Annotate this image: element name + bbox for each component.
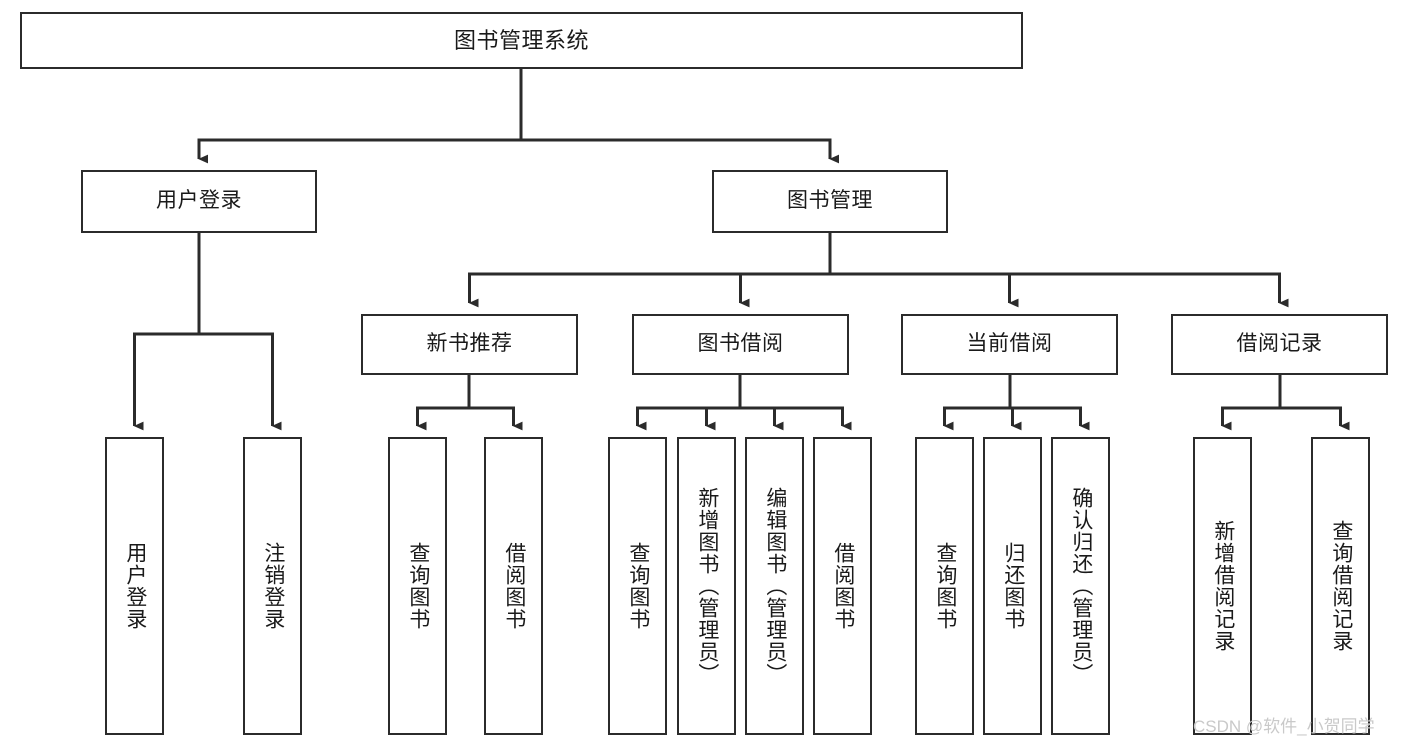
leaf-edit-book[interactable]: 编辑图书（管理员） xyxy=(745,437,804,735)
leaf-query-book-2[interactable]: 查询图书 xyxy=(608,437,667,735)
node-book-manage[interactable]: 图书管理 xyxy=(712,170,948,233)
leaf-query-record[interactable]: 查询借阅记录 xyxy=(1311,437,1370,735)
node-root[interactable]: 图书管理系统 xyxy=(20,12,1023,69)
leaf-logout-label: 注销登录 xyxy=(261,542,285,630)
node-current-borrow[interactable]: 当前借阅 xyxy=(901,314,1118,375)
leaf-edit-book-label: 编辑图书（管理员） xyxy=(763,487,787,685)
leaf-borrow-book-1-label: 借阅图书 xyxy=(502,542,526,630)
node-book-borrow-label: 图书借阅 xyxy=(697,332,784,356)
leaf-add-record[interactable]: 新增借阅记录 xyxy=(1193,437,1252,735)
node-user-login-label: 用户登录 xyxy=(156,189,242,213)
node-new-book-recommend[interactable]: 新书推荐 xyxy=(361,314,578,375)
leaf-borrow-book-1[interactable]: 借阅图书 xyxy=(484,437,543,735)
node-current-borrow-label: 当前借阅 xyxy=(966,332,1053,356)
leaf-return-book[interactable]: 归还图书 xyxy=(983,437,1042,735)
leaf-logout[interactable]: 注销登录 xyxy=(243,437,302,735)
leaf-confirm-return-label: 确认归还（管理员） xyxy=(1069,487,1093,685)
leaf-query-book-1[interactable]: 查询图书 xyxy=(388,437,447,735)
leaf-query-record-label: 查询借阅记录 xyxy=(1329,520,1353,652)
leaf-add-record-label: 新增借阅记录 xyxy=(1211,520,1235,652)
node-user-login[interactable]: 用户登录 xyxy=(81,170,317,233)
node-new-book-recommend-label: 新书推荐 xyxy=(426,332,513,356)
node-root-label: 图书管理系统 xyxy=(453,27,589,53)
leaf-confirm-return[interactable]: 确认归还（管理员） xyxy=(1051,437,1110,735)
node-book-borrow[interactable]: 图书借阅 xyxy=(632,314,849,375)
leaf-user-login-label: 用户登录 xyxy=(123,542,147,630)
leaf-user-login[interactable]: 用户登录 xyxy=(105,437,164,735)
leaf-borrow-book-2-label: 借阅图书 xyxy=(831,542,855,630)
leaf-add-book[interactable]: 新增图书（管理员） xyxy=(677,437,736,735)
leaf-query-book-1-label: 查询图书 xyxy=(406,542,430,630)
node-borrow-record[interactable]: 借阅记录 xyxy=(1171,314,1388,375)
leaf-query-book-3-label: 查询图书 xyxy=(933,542,957,630)
leaf-query-book-3[interactable]: 查询图书 xyxy=(915,437,974,735)
node-book-manage-label: 图书管理 xyxy=(787,189,873,213)
leaf-query-book-2-label: 查询图书 xyxy=(626,542,650,630)
leaf-borrow-book-2[interactable]: 借阅图书 xyxy=(813,437,872,735)
leaf-add-book-label: 新增图书（管理员） xyxy=(695,487,719,685)
leaf-return-book-label: 归还图书 xyxy=(1001,542,1025,630)
node-borrow-record-label: 借阅记录 xyxy=(1236,332,1323,356)
